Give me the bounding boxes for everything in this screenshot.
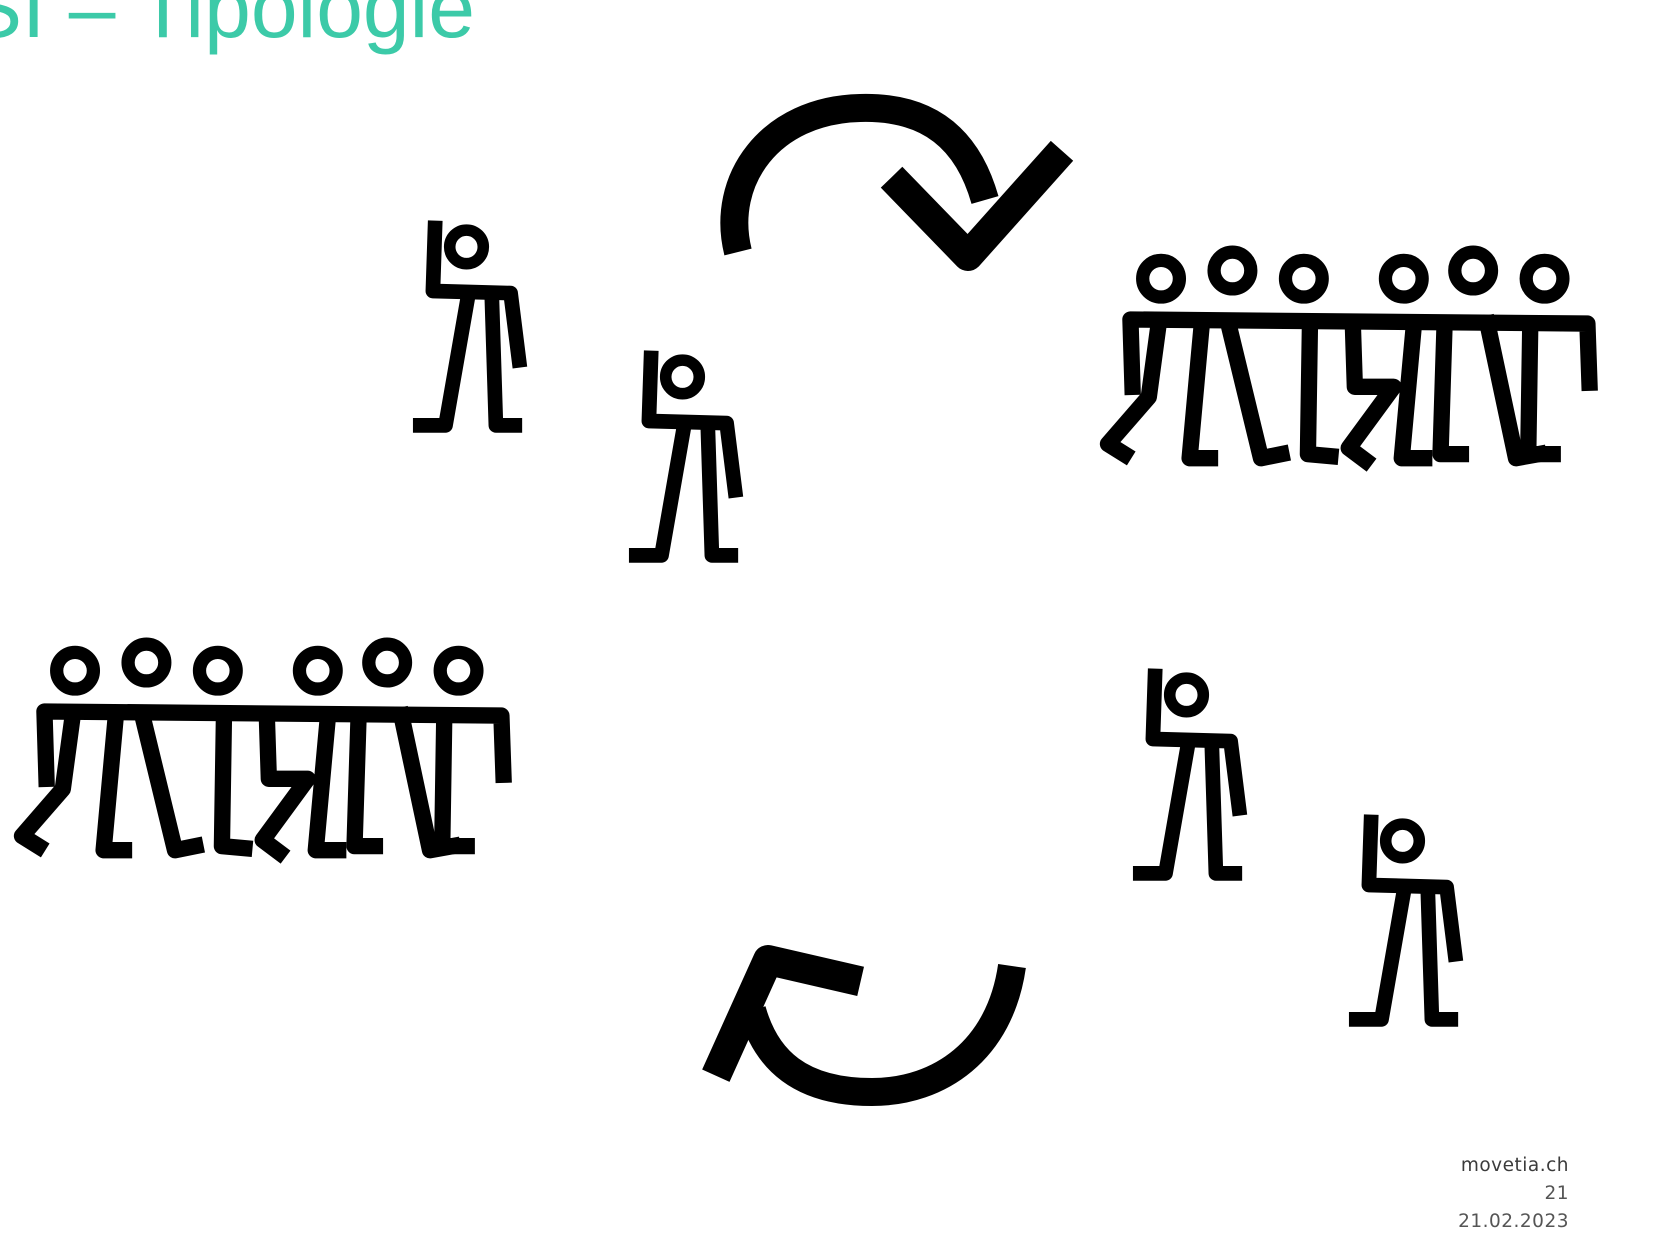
group-of-six-bottom-left xyxy=(22,644,503,852)
two-people-top-left xyxy=(420,228,735,555)
footer-site: movetia.ch xyxy=(1309,1152,1569,1180)
clockwise-arrow-bottom xyxy=(722,960,1012,1092)
slide-footer: movetia.ch 21 21.02.2023 xyxy=(1309,1152,1569,1236)
group-of-six-top-right xyxy=(1108,252,1589,460)
footer-page-number: 21 xyxy=(1309,1180,1569,1208)
two-people-bottom-right xyxy=(1140,676,1455,1019)
clockwise-arrow-top xyxy=(734,108,1052,256)
